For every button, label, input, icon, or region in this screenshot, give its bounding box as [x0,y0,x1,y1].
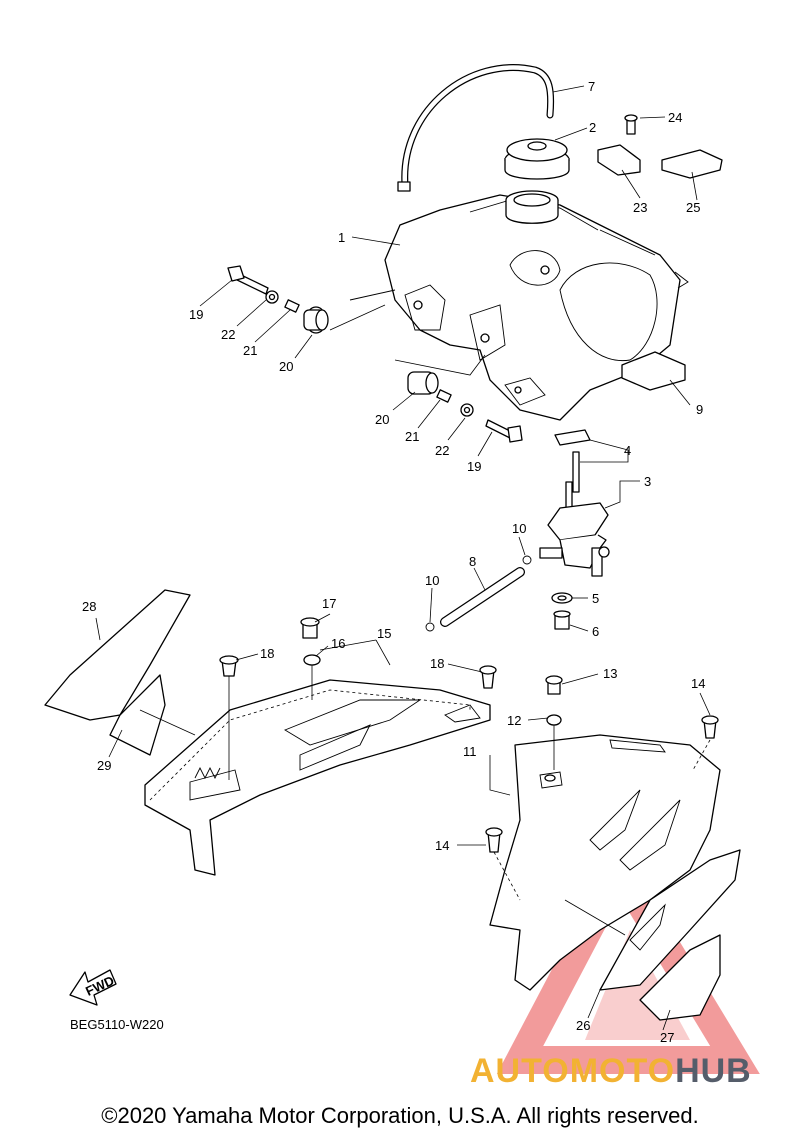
diagram-code: BEG5110-W220 [70,1017,164,1032]
callout-18-left: 18 [260,646,274,661]
callout-9: 9 [696,402,703,417]
callout-18-right: 18 [430,656,444,671]
callout-27: 27 [660,1030,674,1045]
fwd-arrow-icon: FWD [69,969,117,1006]
callout-20-lower: 20 [375,412,389,427]
leader-lines [95,85,711,1031]
callout-labels: 1 2 3 4 5 6 7 8 9 10 10 11 12 13 14 14 1… [82,79,705,1045]
callout-12: 12 [507,713,521,728]
callout-14-lower: 14 [435,838,449,853]
watermark-brand-part1: AUTOMOTO [470,1052,676,1090]
fuel-hose [425,555,532,632]
side-cover-left [44,589,191,756]
callout-14-upper: 14 [691,676,705,691]
callout-15: 15 [377,626,391,641]
fuel-cap [504,138,570,180]
callout-19-lower: 19 [467,459,481,474]
watermark-brand-part2: HUB [675,1052,752,1090]
watermark-brand: AUTOMOTOHUB [470,1052,752,1091]
callout-21-upper: 21 [243,343,257,358]
breather-hose [397,64,555,192]
callout-20-upper: 20 [279,359,293,374]
callout-13: 13 [603,666,617,681]
callout-6: 6 [592,624,599,639]
callout-23: 23 [633,200,647,215]
fuel-tank [349,190,689,421]
fasteners-left [219,617,497,780]
bracket-parts [597,114,723,391]
air-scoop-right [489,734,721,991]
callout-22-lower: 22 [435,443,449,458]
callout-17: 17 [322,596,336,611]
callout-3: 3 [644,474,651,489]
fuel-cock [539,429,610,630]
air-scoop-left [144,679,491,876]
callout-8: 8 [469,554,476,569]
callout-22-upper: 22 [221,327,235,342]
callout-10-upper: 10 [512,521,526,536]
callout-24: 24 [668,110,682,125]
mount-guide-left [329,304,386,331]
callout-26: 26 [576,1018,590,1033]
callout-16: 16 [331,636,345,651]
callout-5: 5 [592,591,599,606]
fwd-label: FWD [83,973,116,999]
callout-21-lower: 21 [405,429,419,444]
callout-1: 1 [338,230,345,245]
callout-11: 11 [463,744,477,759]
callout-25: 25 [686,200,700,215]
callout-4: 4 [624,443,631,458]
fasteners-right [485,675,719,901]
mount-hardware-upper [227,265,329,334]
callout-2: 2 [589,120,596,135]
graphics-decals [599,849,741,1021]
copyright-notice: ©2020 Yamaha Motor Corporation, U.S.A. A… [101,1103,699,1128]
callout-19-upper: 19 [189,307,203,322]
callout-7: 7 [588,79,595,94]
callout-28: 28 [82,599,96,614]
callout-29: 29 [97,758,111,773]
mount-hardware-lower [407,371,523,443]
callout-10-lower: 10 [425,573,439,588]
mount-guide-lower [394,354,486,376]
